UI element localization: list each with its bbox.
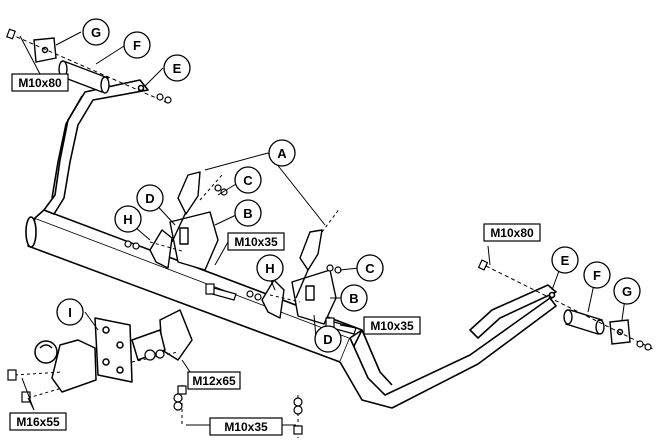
callout-b-left: B (234, 199, 262, 227)
callout-c-right: C (356, 254, 384, 282)
bolt-box-m16x55: M16x55 (9, 412, 67, 431)
spacer-tubes (58, 60, 605, 335)
callout-d-left: D (136, 184, 164, 212)
callout-g-left-label: G (91, 25, 101, 40)
plates-g (33, 37, 631, 345)
callout-b-right: B (340, 284, 368, 312)
bolt-box-right-m10x80-label: M10x80 (490, 226, 534, 240)
callout-e-right-label: E (561, 253, 570, 268)
callout-c-left-label: C (243, 173, 253, 188)
callout-a-label: A (277, 146, 287, 161)
bolt-box-center-m10x35: M10x35 (227, 232, 285, 251)
callout-g-right-label: G (622, 284, 632, 299)
callout-f-left-label: F (133, 38, 141, 53)
bolt-box-m12x65: M12x65 (187, 371, 241, 390)
callout-c-left: C (234, 166, 262, 194)
callout-a: A (268, 139, 296, 167)
callout-c-right-label: C (365, 261, 375, 276)
left-side-arm (43, 79, 149, 215)
callout-h-right: H (256, 254, 284, 282)
callout-d-right-label: D (323, 332, 332, 347)
left-brackets (149, 171, 219, 271)
callout-f-right: F (583, 261, 611, 289)
callout-i-label: I (68, 305, 72, 320)
bolt-box-top-left-label: M10x80 (18, 76, 62, 90)
bolt-box-right-m10x35: M10x35 (363, 316, 421, 335)
bolt-box-top-left-m10x80: M10x80 (11, 73, 69, 92)
bolt-box-center-m10x35-label: M10x35 (234, 235, 278, 249)
bolt-box-bottom-m10x35: M10x35 (209, 417, 283, 436)
callout-d-left-label: D (145, 191, 154, 206)
bolt-box-bottom-m10x35-label: M10x35 (224, 420, 268, 434)
callout-b-left-label: B (243, 206, 252, 221)
callout-h-left-label: H (123, 212, 132, 227)
callout-f-left: F (123, 31, 151, 59)
bolt-box-m12x65-label: M12x65 (192, 374, 236, 388)
bolt-box-right-m10x80: M10x80 (483, 223, 541, 242)
callout-e-left: E (163, 54, 191, 82)
right-brackets (261, 229, 337, 325)
callout-b-right-label: B (349, 291, 358, 306)
right-side-arm (469, 284, 557, 339)
callout-h-right-label: H (265, 261, 274, 276)
bolt-box-right-m10x35-label: M10x35 (370, 319, 414, 333)
bolt-heads (6, 28, 652, 435)
bolt-box-m16x55-label: M16x55 (16, 415, 60, 429)
callout-g-right: G (613, 277, 641, 305)
callout-e-right: E (551, 246, 579, 274)
ball-mount (34, 309, 193, 393)
crossbar (25, 209, 557, 409)
callout-d-right: D (314, 325, 342, 353)
callout-e-left-label: E (173, 61, 182, 76)
callout-h-left: H (114, 205, 142, 233)
callout-f-right-label: F (593, 268, 601, 283)
callout-g-left: G (82, 18, 110, 46)
callout-i: I (56, 298, 84, 326)
